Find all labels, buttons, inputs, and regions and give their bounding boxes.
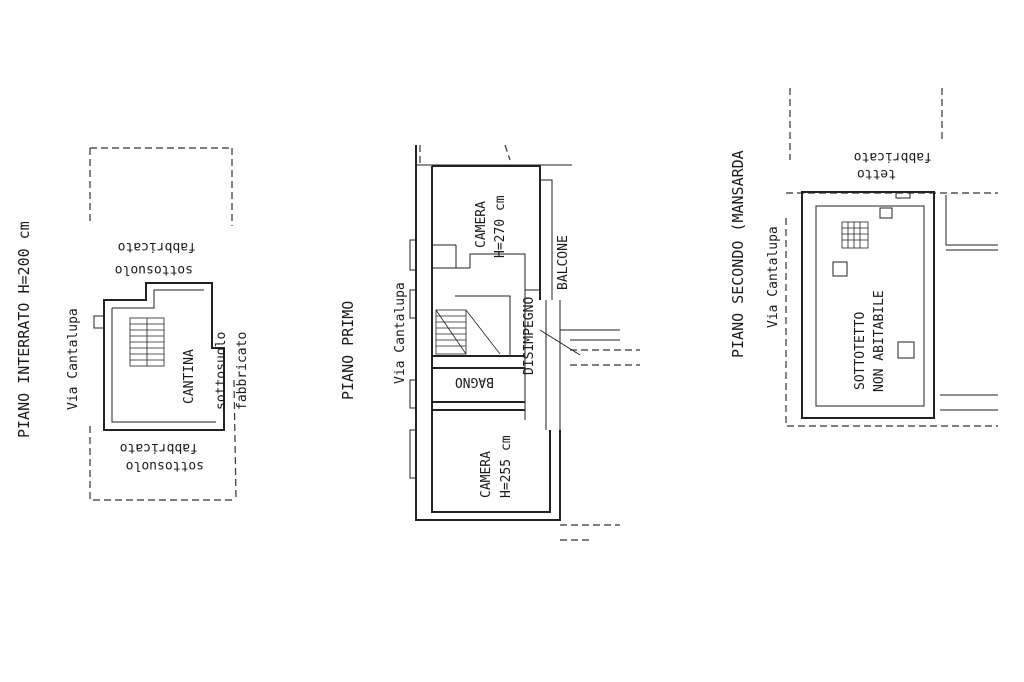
street-primo: Via Cantalupa [393, 282, 408, 384]
plan-primo: PIANO PRIMO Via Cantalupa [339, 144, 640, 541]
stairs-primo [435, 309, 501, 355]
skylight-3 [879, 207, 893, 219]
label-roof-fabbricato: fabbricato [854, 149, 932, 164]
title-primo: PIANO PRIMO [339, 301, 357, 400]
room-sottotetto: SOTTOTETTO [853, 312, 868, 390]
walls-primo [415, 145, 561, 521]
label-right-fabbricato: fabbricato [235, 332, 250, 410]
street-secondo: Via Cantalupa [766, 226, 781, 328]
room-bagno: BAGNO [455, 374, 494, 389]
room-camera-top-height: H=270 cm [493, 195, 508, 258]
title-secondo: PIANO SECONDO (MANSARDA [729, 150, 747, 358]
street-interrato: Via Cantalupa [66, 308, 81, 410]
label-bottom-fabbricato: fabbricato [120, 440, 198, 455]
room-disimpegno: DISIMPEGNO [522, 297, 537, 375]
label-top-fabbricato: fabbricato [118, 239, 196, 254]
plan-secondo: PIANO SECONDO (MANSARDA Via Cantalupa fa… [729, 88, 998, 427]
walls-interrato [103, 282, 225, 431]
site-boundary-secondo [785, 88, 998, 427]
room-non-abitabile: NON ABITABILE [872, 290, 887, 392]
label-right-sottosuolo: sottosuolo [214, 332, 229, 410]
room-balcone: BALCONE [556, 235, 571, 290]
room-camera-top: CAMERA [474, 201, 489, 248]
walls-secondo [801, 191, 935, 419]
room-camera-bottom-height: H=255 cm [499, 435, 514, 498]
label-bottom-sottosuolo: sottosuolo [126, 458, 204, 473]
site-boundary-interrato [89, 147, 237, 501]
skylight-1 [832, 261, 848, 277]
stairs-secondo [841, 221, 869, 249]
room-camera-bottom: CAMERA [479, 451, 494, 498]
stairs-interrato [129, 317, 165, 367]
label-top-sottosuolo: sottosuolo [115, 262, 193, 277]
plan-interrato: PIANO INTERRATO H=200 cm Via Cantalupa C… [15, 147, 250, 501]
title-interrato: PIANO INTERRATO H=200 cm [15, 221, 33, 438]
label-roof-tetto: tetto [857, 166, 896, 181]
skylight-2 [897, 341, 915, 359]
room-cantina: CANTINA [182, 349, 197, 404]
